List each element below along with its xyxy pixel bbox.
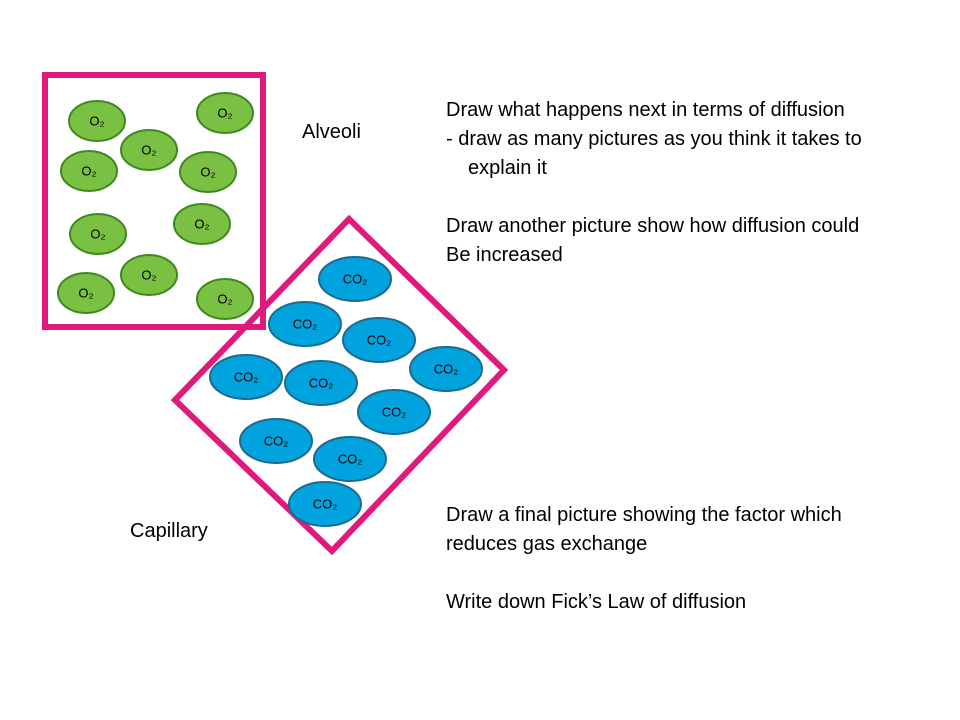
- co2-molecule: CO₂: [409, 346, 483, 392]
- co2-molecule-label: CO₂: [264, 433, 289, 448]
- o2-molecules: O₂ O₂ O₂ O₂ O₂ O₂ O₂ O₂: [57, 92, 254, 320]
- co2-molecule: CO₂: [209, 354, 283, 400]
- o2-molecule-label: O₂: [89, 113, 104, 128]
- co2-molecule: CO₂: [239, 418, 313, 464]
- o2-molecule: O₂: [120, 129, 178, 171]
- alveoli-label: Alveoli: [302, 121, 361, 143]
- o2-molecule: O₂: [120, 254, 178, 296]
- instruction-increase-line2: Be increased: [446, 244, 563, 266]
- o2-molecule-label: O₂: [217, 291, 232, 306]
- instruction-final-line1: Draw a final picture showing the factor …: [446, 504, 842, 526]
- o2-molecule: O₂: [179, 151, 237, 193]
- co2-molecules: CO₂ CO₂ CO₂ CO₂ CO₂ CO₂ CO₂ CO₂: [209, 256, 483, 527]
- instruction-increase-line1: Draw another picture show how diffusion …: [446, 215, 860, 237]
- co2-molecule: CO₂: [268, 301, 342, 347]
- capillary-box: [170, 214, 509, 556]
- o2-molecule: O₂: [69, 213, 127, 255]
- o2-molecule-label: O₂: [194, 216, 209, 231]
- o2-molecule-label: O₂: [141, 142, 156, 157]
- o2-molecule-label: O₂: [78, 285, 93, 300]
- instruction-final-line2: reduces gas exchange: [446, 533, 648, 555]
- co2-molecule-label: CO₂: [367, 332, 392, 347]
- o2-molecule-label: O₂: [90, 226, 105, 241]
- co2-molecule-label: CO₂: [338, 451, 363, 466]
- o2-molecule: O₂: [196, 278, 254, 320]
- o2-molecule: O₂: [60, 150, 118, 192]
- o2-molecule-label: O₂: [81, 163, 96, 178]
- o2-molecule: O₂: [57, 272, 115, 314]
- instruction-diffusion-next: Draw what happens next in terms of diffu…: [446, 99, 845, 121]
- o2-molecule: O₂: [68, 100, 126, 142]
- o2-molecule-label: O₂: [141, 267, 156, 282]
- co2-molecule: CO₂: [284, 360, 358, 406]
- alveoli-box: [42, 72, 266, 330]
- co2-molecule-label: CO₂: [382, 404, 407, 419]
- instruction-ficks-law: Write down Fick’s Law of diffusion: [446, 591, 747, 613]
- co2-molecule: CO₂: [288, 481, 362, 527]
- o2-molecule: O₂: [173, 203, 231, 245]
- co2-molecule: CO₂: [342, 317, 416, 363]
- capillary-label: Capillary: [130, 520, 208, 542]
- instruction-explain: explain it: [468, 157, 547, 179]
- co2-molecule-label: CO₂: [343, 271, 368, 286]
- co2-molecule-label: CO₂: [309, 375, 334, 390]
- co2-molecule: CO₂: [318, 256, 392, 302]
- co2-molecule: CO₂: [313, 436, 387, 482]
- instruction-draw-many: - draw as many pictures as you think it …: [446, 128, 862, 150]
- co2-molecule-label: CO₂: [434, 361, 459, 376]
- o2-molecule: O₂: [196, 92, 254, 134]
- co2-molecule-label: CO₂: [313, 496, 338, 511]
- co2-molecule-label: CO₂: [234, 369, 259, 384]
- o2-molecule-label: O₂: [200, 164, 215, 179]
- o2-molecule-label: O₂: [217, 105, 232, 120]
- co2-molecule-label: CO₂: [293, 316, 318, 331]
- co2-molecule: CO₂: [357, 389, 431, 435]
